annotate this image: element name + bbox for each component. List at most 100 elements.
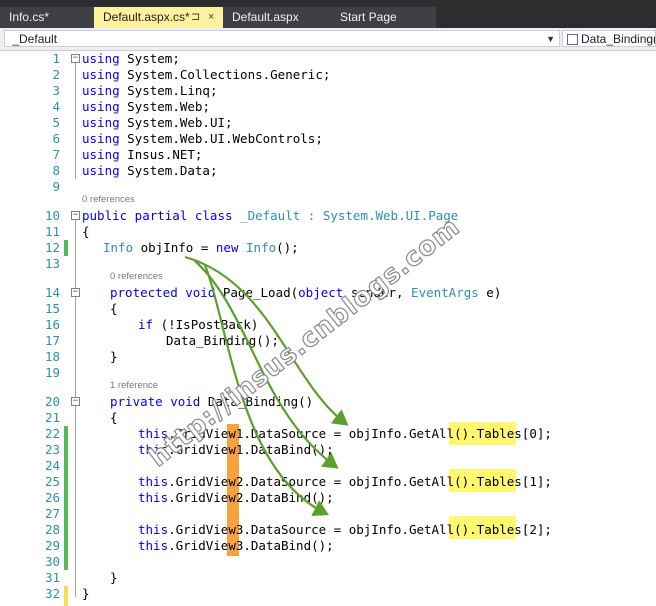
code-line-5: using System.Web.UI; [82,115,233,131]
line-number: 9 [52,179,60,194]
collapse-icon[interactable]: − [71,210,80,220]
keyword: using [82,51,120,66]
collapse-icon[interactable]: − [71,396,80,406]
keyword: using [82,163,120,178]
keyword: this [138,474,169,489]
type-name: EventArgs [411,285,479,300]
semicolon: ; [322,67,331,82]
code-text: .GridView [168,442,236,457]
close-icon[interactable]: × [208,11,215,23]
line-number: 11 [44,224,60,239]
line-number: 10 [44,208,60,223]
keyword: public partial class [82,208,233,223]
codelens-references[interactable]: 0 references [110,271,163,282]
semicolon: ; [225,115,233,130]
arrow-to-tables-1 [194,260,339,469]
code-line-17: Data_Binding(); [166,333,279,348]
tab-label: Default.aspx.cs* [103,10,190,24]
gridview-number: 1 [235,442,244,457]
code-editor[interactable]: 1 2 3 4 5 6 7 8 9 10 11 12 13 14 15 16 1… [0,51,656,606]
code-line-7: using Insus.NET; [82,147,202,163]
code-text: (!IsPostBack) [153,317,259,332]
keyword: if [138,317,154,332]
code-line-11: { [82,224,90,239]
keyword: private void [110,394,201,409]
highlight-gridview-numbers [227,424,239,556]
code-text: e) [478,285,502,300]
highlight-tables-0 [449,422,516,445]
code-text: .GridView [168,474,236,489]
tab-default-aspx-cs[interactable]: Default.aspx.cs* ⊐ × [94,7,223,28]
line-number: 32 [44,586,60,601]
code-line-20: private void Data_Binding() [110,394,313,410]
namespace: System.Web.UI [127,115,226,130]
tables-index: Tables[2] [476,522,545,537]
line-number: 8 [52,163,60,178]
code-text: Page_Load( [215,285,299,300]
highlight-tables-1 [449,469,516,492]
code-text: ; [544,426,552,441]
line-number: 24 [44,458,60,473]
line-number: 21 [44,410,60,425]
method-icon [567,34,578,45]
tab-start-page[interactable]: Start Page [333,7,436,28]
chevron-down-icon: ▼ [546,34,555,44]
gridview-number: 3 [235,538,244,553]
annotation-arrows [184,255,349,516]
codelens-references[interactable]: 0 references [82,194,135,205]
collapse-icon[interactable]: − [71,53,80,63]
line-number: 26 [44,490,60,505]
semicolon: ; [194,147,203,162]
gridview-number: 3 [235,522,244,537]
line-number: 19 [44,365,60,380]
line-number: 23 [44,442,60,457]
code-line-3: using System.Linq; [82,83,218,99]
code-line-31: } [110,570,118,585]
line-number: 29 [44,538,60,553]
line-number: 18 [44,349,60,364]
keyword: this [138,522,169,537]
tab-label: Info.cs* [9,10,50,24]
type-dropdown-value: _Default [12,32,58,46]
line-number: 25 [44,474,60,489]
semicolon: ; [209,83,218,98]
keyword: using [82,131,120,146]
line-number: 4 [52,99,60,114]
code-line-16: if (!IsPostBack) [138,317,258,333]
code-text: Data_Binding() [200,394,314,409]
highlight-tables-2 [449,516,516,539]
gridview-number: 2 [235,474,244,489]
outline-guide [75,220,76,597]
namespace: Insus.NET [127,147,195,162]
semicolon: ; [209,163,218,178]
line-number: 7 [52,147,60,162]
line-number: 6 [52,131,60,146]
collapse-icon[interactable]: − [71,287,80,297]
keyword: new [215,240,239,255]
line-number: 5 [52,115,60,130]
tab-default-aspx[interactable]: Default.aspx [223,7,333,28]
code-text: .DataBind(); [243,538,334,553]
code-line-12: Info objInfo = new Info(); [103,240,299,256]
codelens-references[interactable]: 1 reference [110,380,159,391]
member-dropdown[interactable]: Data_Binding( [562,30,656,47]
tables-index: Tables[0] [476,426,545,441]
keyword: using [82,67,120,82]
tab-info-cs[interactable]: Info.cs* [0,7,94,28]
keyword: using [82,83,120,98]
type-name: Info [103,240,134,255]
code-text: .DataBind(); [243,490,334,505]
semicolon: ; [202,99,210,114]
gridview-number: 1 [235,426,244,441]
keyword: this [138,538,169,553]
tab-label: Default.aspx [232,10,299,24]
pin-icon[interactable]: ⊐ [191,11,201,23]
line-number: 27 [44,506,60,521]
line-number: 31 [44,570,60,585]
type-dropdown[interactable]: _Default ▼ [4,30,560,47]
tab-label: Start Page [340,10,397,24]
code-line-8: using System.Data; [82,163,218,179]
line-number: 17 [44,333,60,348]
code-text: (); [276,240,299,255]
line-number: 16 [44,317,60,332]
